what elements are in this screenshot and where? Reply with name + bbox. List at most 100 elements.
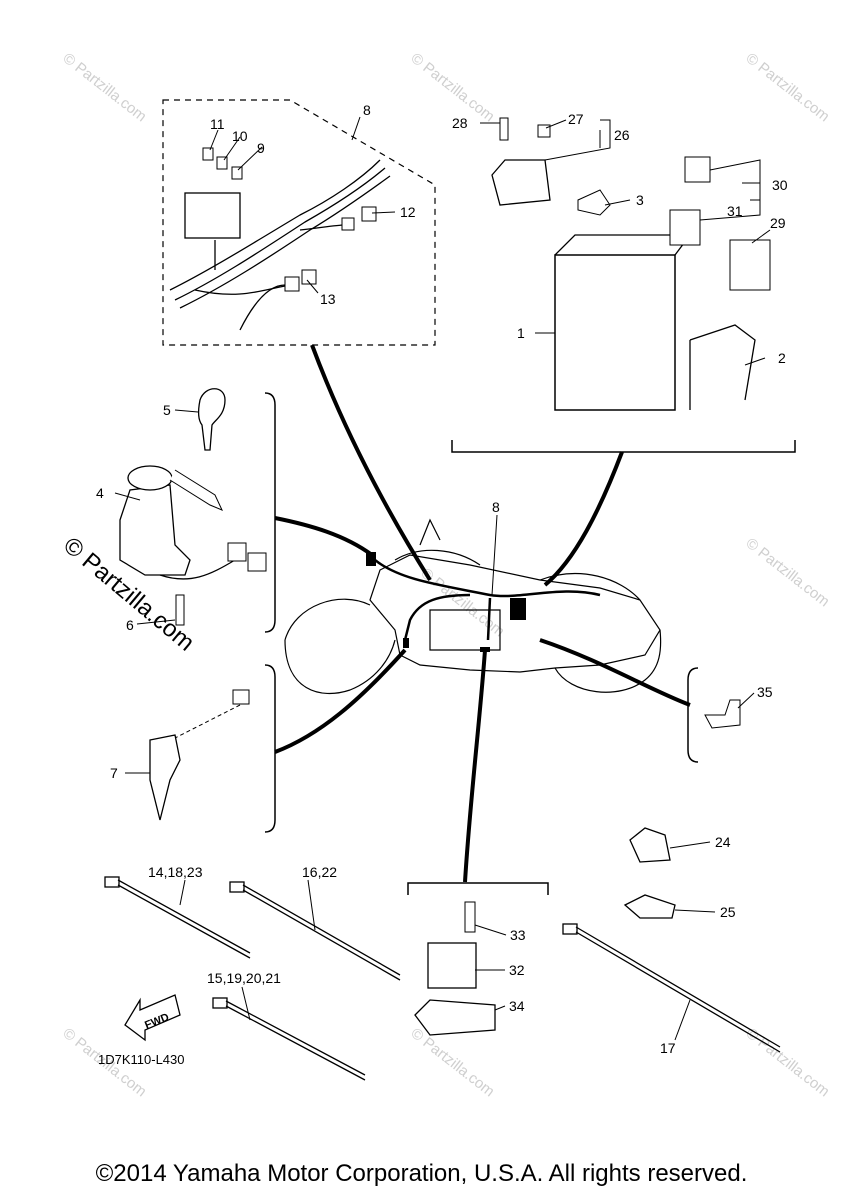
connector-icon: [284, 276, 300, 292]
wire-harness: [169, 159, 391, 331]
harness-on-bike: [374, 559, 601, 641]
callout-26: 26: [614, 127, 630, 143]
callout-34: 34: [509, 998, 525, 1014]
callout-16-22: 16,22: [302, 864, 337, 880]
sensor-icon: [427, 942, 477, 989]
neutral-switch-icon: [149, 734, 181, 821]
callout-5: 5: [163, 402, 171, 418]
bolt-icon: [464, 901, 476, 933]
sensor-wire: [174, 704, 241, 739]
ignition-wire: [159, 559, 236, 580]
sensor-group-bracket: [407, 882, 549, 895]
battery-icon: [554, 254, 676, 411]
leader-32: [463, 649, 487, 883]
bike-relay: [510, 598, 526, 620]
callout-labels: 1 2 3 4 5 6 7 8 8 9 10 11 12 13 14,18,23…: [96, 102, 788, 1056]
front-fender: [284, 598, 371, 641]
leader-35: [539, 638, 691, 707]
clamp-icon: [629, 827, 671, 863]
bike-connector: [366, 552, 376, 566]
front-wheel: [284, 639, 396, 694]
callout-29: 29: [770, 215, 786, 231]
callout-8-bike: 8: [492, 499, 500, 515]
watermark: © Partzilla.com: [743, 535, 833, 611]
relay-icon: [684, 156, 711, 183]
leader-sensor: [274, 648, 407, 754]
relay-icon: [729, 239, 771, 291]
connector-icon: [232, 689, 250, 705]
watermark: © Partzilla.com: [743, 50, 833, 126]
motorcycle-outline: [284, 518, 662, 694]
ignition-cylinder-icon: [127, 465, 173, 491]
starter-relay-icon: [491, 159, 551, 206]
callout-13: 13: [320, 291, 336, 307]
callout-12: 12: [400, 204, 416, 220]
watermark: © Partzilla.com: [418, 565, 508, 641]
callout-32: 32: [509, 962, 525, 978]
callout-6: 6: [126, 617, 134, 633]
cable-tie-head: [229, 881, 245, 893]
battery-group-bracket: [451, 440, 796, 453]
connector-icon: [301, 269, 317, 285]
callout-24: 24: [715, 834, 731, 850]
bike-clip: [403, 638, 409, 648]
fwd-arrow-icon: [124, 994, 181, 1042]
cable-tie: [225, 1000, 366, 1081]
callout-9: 9: [257, 140, 265, 156]
connector-icon: [341, 217, 355, 231]
callout-28: 28: [452, 115, 468, 131]
connector-icon: [361, 206, 377, 222]
fuse-icon: [231, 166, 243, 180]
cable-tie: [117, 879, 251, 959]
fuse-icon: [202, 147, 214, 161]
callout-14-18-23: 14,18,23: [148, 864, 203, 880]
sensor-bracket-icon: [414, 999, 496, 1036]
bracket-35: [687, 667, 699, 763]
ignition-key-icon: [169, 469, 223, 511]
cable-tie-head: [104, 876, 120, 888]
key-icon: [198, 388, 226, 451]
bolt-icon: [499, 117, 509, 141]
diagram-code: 1D7K110-L430: [98, 1052, 185, 1067]
connector-icon: [247, 552, 267, 572]
relay-box-icon: [184, 192, 241, 239]
harness-group-box: [162, 99, 436, 346]
connector-icon: [227, 542, 247, 562]
relay-icon: [669, 209, 701, 246]
callout-17: 17: [660, 1040, 676, 1056]
seat: [539, 572, 641, 601]
ignition-bracket: [264, 392, 276, 633]
watermark: © Partzilla.com: [743, 1025, 833, 1101]
handlebar: [419, 518, 441, 546]
callout-1: 1: [517, 325, 525, 341]
battery-band-icon: [689, 324, 756, 410]
watermark: © Partzilla.com: [408, 1025, 498, 1101]
leader-battery-box: [543, 451, 624, 587]
callout-4: 4: [96, 485, 104, 501]
ignition-switch-icon: [119, 484, 191, 576]
callout-7: 7: [110, 765, 118, 781]
bracket-35-icon: [704, 699, 741, 729]
sensor-bracket: [264, 664, 276, 833]
parts-diagram: © Partzilla.com © Partzilla.com © Partzi…: [58, 50, 833, 1101]
callout-31: 31: [727, 203, 743, 219]
screw-icon: [175, 594, 185, 626]
cable-tie-head: [562, 923, 578, 935]
callout-30: 30: [772, 177, 788, 193]
cable-tie-head: [212, 997, 228, 1009]
callout-10: 10: [232, 128, 248, 144]
watermark: © Partzilla.com: [60, 50, 150, 126]
callout-25: 25: [720, 904, 736, 920]
callout-33: 33: [510, 927, 526, 943]
callout-35: 35: [757, 684, 773, 700]
clamp-icon: [623, 894, 676, 919]
cable-tie: [575, 926, 781, 1053]
bike-clip: [480, 647, 490, 652]
callout-2: 2: [778, 350, 786, 366]
callout-8-upper: 8: [363, 102, 371, 118]
copyright-notice: ©2014 Yamaha Motor Corporation, U.S.A. A…: [95, 1160, 748, 1187]
leader-upper-box: [310, 344, 432, 582]
callout-27: 27: [568, 111, 584, 127]
terminal-cover-icon: [577, 189, 611, 216]
cable-tie: [242, 884, 401, 981]
